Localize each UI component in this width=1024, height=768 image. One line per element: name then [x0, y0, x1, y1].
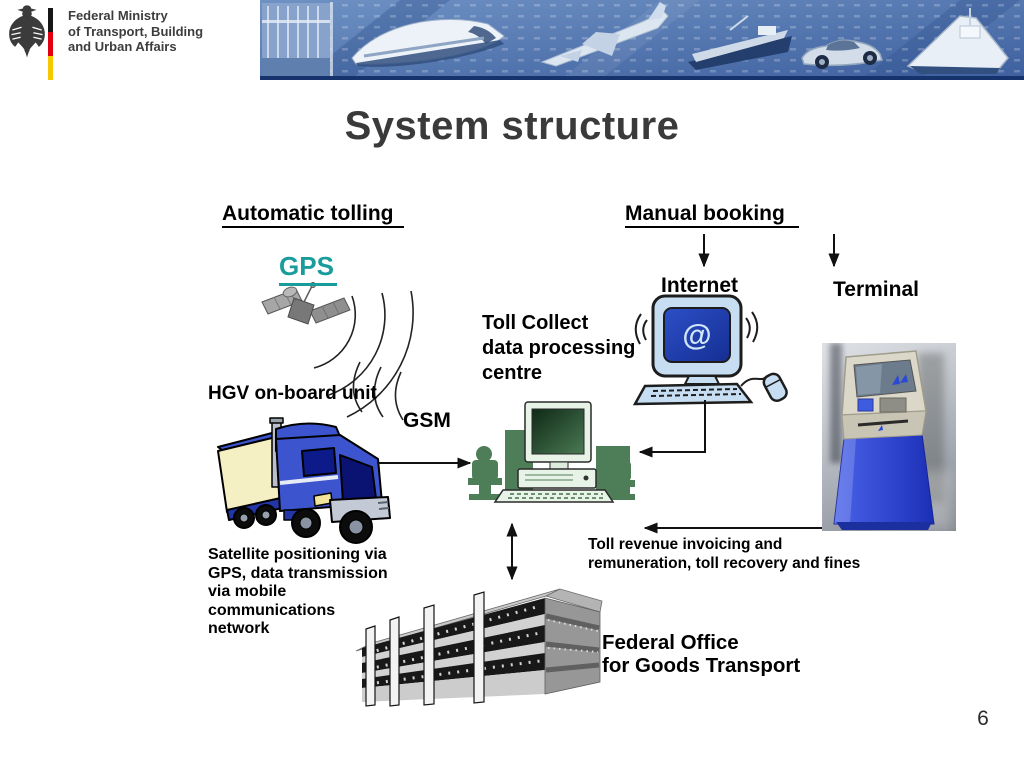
federal-office-building-image	[355, 588, 603, 707]
satellite-positioning-note: Satellite positioning via GPS, data tran…	[208, 546, 388, 637]
automatic-tolling-header: Automatic tolling	[222, 202, 404, 229]
page-number: 6	[977, 707, 989, 730]
hgv-onboard-unit-label: HGV on-board unit	[208, 383, 377, 404]
toll-terminal-kiosk-image	[822, 343, 956, 531]
transport-montage-banner	[260, 0, 1024, 80]
federal-office-label: Federal Office for Goods Transport	[602, 631, 801, 677]
german-flag-stripe	[48, 8, 53, 80]
internet-computer-image: @	[633, 294, 788, 406]
banner-barge-icon	[688, 15, 792, 70]
internet-label: Internet	[661, 274, 739, 297]
federal-eagle-logo-icon	[9, 5, 45, 58]
banner-train-icon	[351, 19, 505, 67]
svg-text:@: @	[682, 319, 711, 352]
kiosk-icon	[833, 350, 935, 530]
gps-satellite-icon	[261, 282, 351, 325]
manual-booking-header: Manual booking	[625, 202, 799, 229]
toll-collect-centre-label: Toll Collect data processing centre	[482, 312, 636, 384]
banner-car-icon	[801, 39, 883, 69]
ministry-name: Federal Ministry of Transport, Building …	[68, 8, 204, 54]
toll-revenue-note: Toll revenue invoicing and remuneration,…	[588, 536, 861, 572]
banner-airplane-icon	[540, 2, 669, 67]
terminal-label: Terminal	[833, 278, 919, 301]
banner-building-icon	[262, 2, 333, 78]
gps-link[interactable]: GPS	[279, 251, 337, 286]
page-title: System structure	[344, 104, 680, 148]
gsm-label: GSM	[403, 409, 451, 432]
data-processing-centre-image	[468, 401, 635, 503]
hgv-truck-image	[217, 417, 391, 544]
banner-ship-icon	[906, 8, 1009, 74]
